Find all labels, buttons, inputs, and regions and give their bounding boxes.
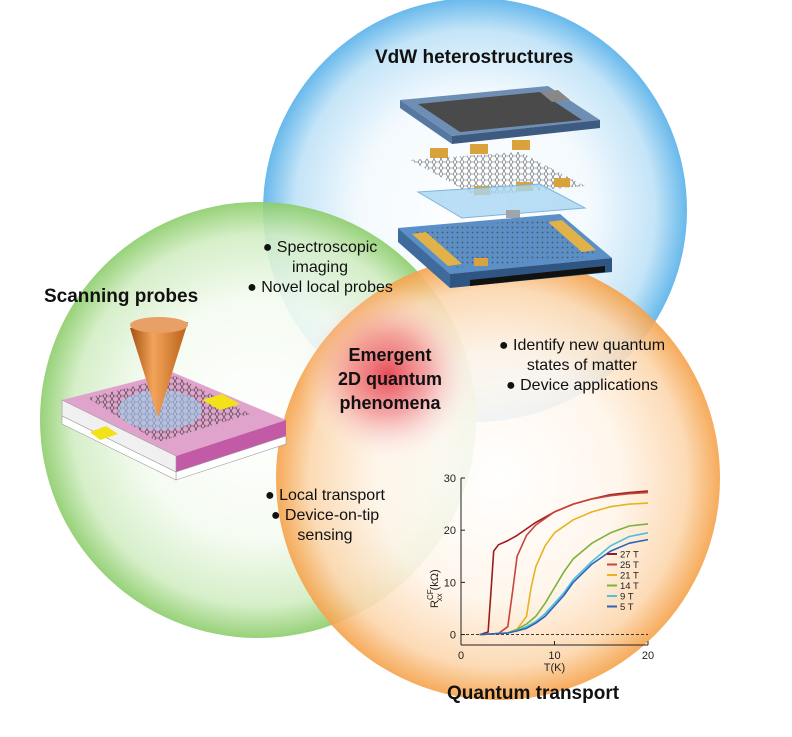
bullet-item: ● Novel local probes bbox=[247, 279, 393, 296]
bullet-item-continued: states of matter bbox=[526, 357, 638, 374]
bullet-item: ● Device applications bbox=[506, 377, 658, 394]
center-line-2: 2D quantum bbox=[337, 369, 442, 389]
legend-label: 14 T bbox=[620, 581, 639, 592]
bullet-item: ● Spectroscopic bbox=[262, 239, 378, 256]
center-glow bbox=[298, 285, 478, 465]
x-tick-label: 20 bbox=[642, 650, 654, 662]
bullet-item: ● Local transport bbox=[265, 487, 385, 504]
series-line bbox=[479, 491, 649, 636]
vdw-title: VdW heterostructures bbox=[375, 47, 574, 68]
series-line bbox=[479, 538, 649, 636]
center-line-1: Emergent bbox=[348, 345, 432, 365]
legend-label: 9 T bbox=[620, 592, 634, 603]
series-line bbox=[479, 490, 649, 636]
legend-label: 27 T bbox=[620, 550, 639, 561]
legend-label: 21 T bbox=[620, 571, 639, 582]
center-label: Emergent 2D quantum phenomena bbox=[310, 343, 470, 415]
bullets-scanning-transport: ● Local transport ● Device-on-tip sensin… bbox=[250, 486, 400, 546]
resistance-chart: 0 10 20 30 0 10 20T(K) RCFxx(kΩ) 27 T25 T21 T14 … bbox=[426, 473, 654, 674]
y-tick-label: 20 bbox=[444, 525, 456, 537]
scanning-title: Scanning probes bbox=[44, 286, 199, 307]
legend-label: 5 T bbox=[620, 602, 634, 613]
heterostructure-illustration bbox=[398, 86, 612, 288]
transport-title: Quantum transport bbox=[447, 683, 620, 704]
y-axis-label: RCFxx(kΩ) bbox=[426, 569, 444, 608]
x-tick-label: 0 bbox=[458, 650, 464, 662]
center-line-3: phenomena bbox=[339, 393, 441, 413]
bullet-item: ● Device-on-tip bbox=[270, 507, 380, 524]
bullet-item-continued: sensing bbox=[297, 527, 353, 544]
x-tick-label: 10 bbox=[548, 650, 560, 662]
scanning-probe-illustration bbox=[61, 317, 287, 481]
bullets-vdw-transport: ● Identify new quantum states of matter … bbox=[482, 336, 682, 396]
y-tick-label: 10 bbox=[444, 577, 456, 589]
bullet-item: ● Identify new quantum bbox=[498, 337, 666, 354]
y-tick-label: 0 bbox=[450, 630, 456, 642]
y-tick-label: 30 bbox=[444, 473, 456, 485]
series-line bbox=[479, 523, 649, 636]
bullet-item-continued: imaging bbox=[291, 259, 349, 276]
bullets-vdw-scanning: ● Spectroscopic imaging ● Novel local pr… bbox=[230, 238, 410, 298]
legend-label: 25 T bbox=[620, 560, 639, 571]
x-axis-label: T(K) bbox=[544, 662, 565, 674]
